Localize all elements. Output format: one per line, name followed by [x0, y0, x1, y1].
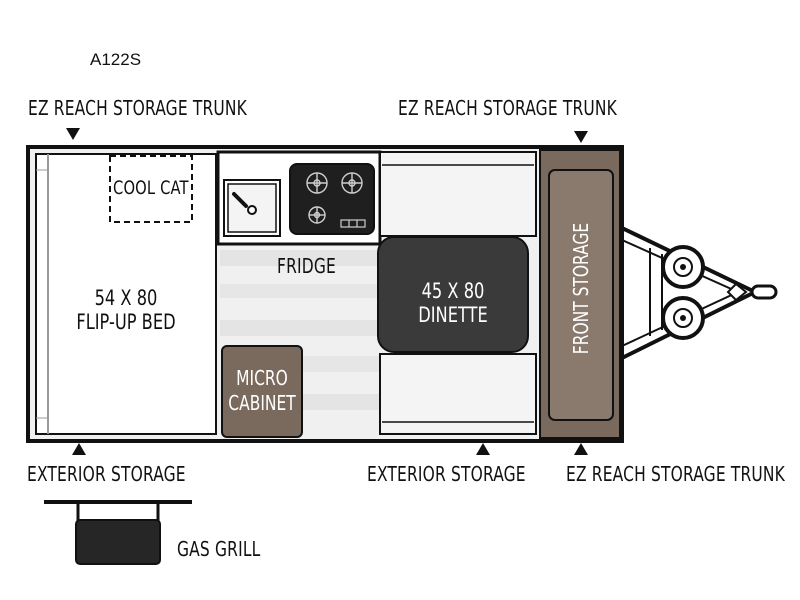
jack-wheel-icon: [661, 296, 705, 340]
floor-texture: [220, 250, 380, 410]
label-ez-trunk-bottom-right: EZ REACH STORAGE TRUNK: [566, 462, 785, 486]
gas-grill: [44, 500, 192, 565]
label-gas-grill: GAS GRILL: [177, 537, 261, 561]
model-title: A122S: [90, 50, 142, 69]
label-ez-trunk-top-left: EZ REACH STORAGE TRUNK: [28, 96, 247, 120]
label-dinette: 45 X 80 DINETTE: [378, 279, 528, 327]
faucet-icon: [232, 192, 257, 215]
label-bed-type: FLIP-UP BED: [76, 310, 176, 334]
arrow-up-icon: [476, 443, 490, 455]
bed: [35, 153, 217, 435]
label-micro: MICRO: [236, 366, 288, 390]
arrow-up-icon: [574, 443, 588, 455]
label-bed: 54 X 80 FLIP-UP BED: [36, 286, 216, 334]
label-ext-storage-center: EXTERIOR STORAGE: [367, 462, 526, 486]
label-bed-size: 54 X 80: [94, 286, 158, 310]
label-front-storage: FRONT STORAGE: [569, 222, 593, 355]
label-cool-cat: COOL CAT: [113, 177, 189, 199]
label-ez-trunk-top-right: EZ REACH STORAGE TRUNK: [398, 96, 617, 120]
label-cabinet: CABINET: [228, 391, 296, 415]
arrow-down-icon: [66, 128, 80, 140]
label-ext-storage-left: EXTERIOR STORAGE: [27, 462, 186, 486]
trailer-hitch: [621, 226, 778, 360]
arrow-down-icon: [574, 131, 588, 143]
dinette-table: [377, 236, 529, 353]
kitchen-counter: [216, 150, 382, 246]
burner-icon: [306, 172, 328, 194]
label-fridge: FRIDGE: [277, 254, 336, 278]
label-dinette-type: DINETTE: [418, 303, 488, 327]
label-micro-cabinet: MICRO CABINET: [222, 366, 302, 416]
stove-cooktop: [289, 163, 375, 235]
burner-icon: [308, 206, 326, 224]
stove-knobs-icon: [340, 219, 366, 228]
jack-wheel-icon: [661, 245, 705, 289]
front-storage: [539, 149, 621, 439]
arrow-up-icon: [72, 443, 86, 455]
label-dinette-size: 45 X 80: [421, 279, 485, 303]
dinette: [377, 151, 537, 435]
micro-cabinet: [221, 345, 303, 438]
burner-icon: [341, 172, 363, 194]
